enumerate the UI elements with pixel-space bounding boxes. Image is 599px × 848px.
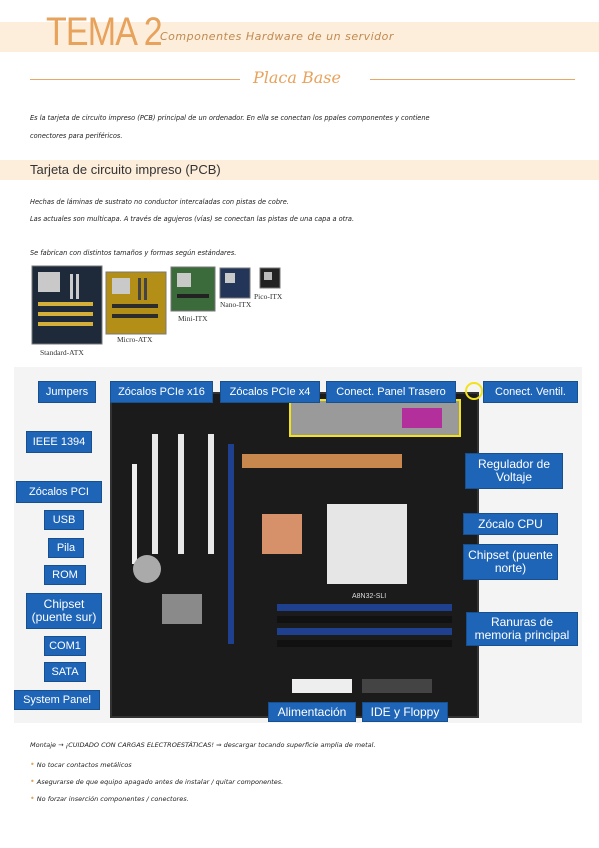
tema-subtitle: Componentes Hardware de un servidor xyxy=(160,30,394,43)
label-power: Alimentación xyxy=(268,702,356,722)
label-nano-itx: Nano-ITX xyxy=(220,300,252,309)
divider-right xyxy=(370,79,575,80)
label-com1: COM1 xyxy=(44,636,86,656)
section-heading-placa-base: Placa Base xyxy=(253,68,341,87)
montaje-bullet-1-text: No tocar contactos metálicos xyxy=(36,761,132,769)
intro-text-line1: Es la tarjeta de circuito impreso (PCB) … xyxy=(30,114,430,122)
title-band xyxy=(0,22,599,52)
label-jumpers: Jumpers xyxy=(38,381,96,403)
motherboard-drawing: A8N32-SLI xyxy=(132,399,461,693)
fan-marker-icon xyxy=(465,382,483,400)
pcb-line-2: Las actuales son multicapa. A través de … xyxy=(30,215,355,223)
label-standard-atx: Standard-ATX xyxy=(40,348,84,357)
label-pcie-x16: Zócalos PCIe x16 xyxy=(110,381,213,403)
bullet-icon: • xyxy=(30,777,35,786)
form-factor-figure: Standard-ATX Micro-ATX Mini-ITX Nano-ITX… xyxy=(30,262,285,360)
pcb-section-band xyxy=(0,160,599,180)
label-pila: Pila xyxy=(48,538,84,558)
label-cpu-socket: Zócalo CPU xyxy=(463,513,558,535)
board-model-text: A8N32-SLI xyxy=(352,593,386,600)
label-mini-itx: Mini-ITX xyxy=(178,314,208,323)
montaje-bullet-3: • No forzar inserción componentes / cone… xyxy=(30,794,189,803)
label-rom: ROM xyxy=(44,565,86,585)
label-sata: SATA xyxy=(44,662,86,682)
label-pico-itx: Pico-ITX xyxy=(254,292,283,301)
montaje-bullet-2: • Asegurarse de que equipo apagado antes… xyxy=(30,777,283,786)
label-voltage-regulator: Regulador de Voltaje xyxy=(465,453,563,489)
montaje-bullet-3-text: No forzar inserción componentes / conect… xyxy=(36,795,189,803)
label-ieee1394: IEEE 1394 xyxy=(26,431,92,453)
label-north-bridge: Chipset (puente norte) xyxy=(463,544,558,580)
bullet-icon: • xyxy=(30,760,35,769)
label-south-bridge: Chipset (puente sur) xyxy=(26,593,102,629)
label-usb: USB xyxy=(44,510,84,530)
motherboard-image: A8N32-SLI xyxy=(110,392,479,718)
label-fan-connector: Conect. Ventil. xyxy=(483,381,578,403)
divider-left xyxy=(30,79,240,80)
pcb-section-title: Tarjeta de circuito impreso (PCB) xyxy=(30,162,221,177)
montaje-bullet-1: • No tocar contactos metálicos xyxy=(30,760,132,769)
intro-text-line2: conectores para periféricos. xyxy=(30,132,123,140)
label-pcie-x4: Zócalos PCIe x4 xyxy=(220,381,320,403)
montaje-bullet-2-text: Asegurarse de que equipo apagado antes d… xyxy=(36,778,284,786)
label-micro-atx: Micro-ATX xyxy=(117,335,153,344)
label-rear-panel: Conect. Panel Trasero xyxy=(326,381,456,403)
label-ide-floppy: IDE y Floppy xyxy=(362,702,448,722)
label-pci: Zócalos PCI xyxy=(16,481,102,503)
label-system-panel: System Panel xyxy=(14,690,100,710)
pcb-line-1: Hechas de láminas de sustrato no conduct… xyxy=(30,198,289,206)
montaje-warning: Montaje → ¡CUIDADO CON CARGAS ELECTROEST… xyxy=(30,741,376,749)
bullet-icon: • xyxy=(30,794,35,803)
label-ram-slots: Ranuras de memoria principal xyxy=(466,612,578,646)
tema-title: TEMA 2 xyxy=(46,10,163,54)
form-factor-boards-image xyxy=(31,265,281,345)
pcb-line-3: Se fabrican con distintos tamaños y form… xyxy=(30,249,237,257)
